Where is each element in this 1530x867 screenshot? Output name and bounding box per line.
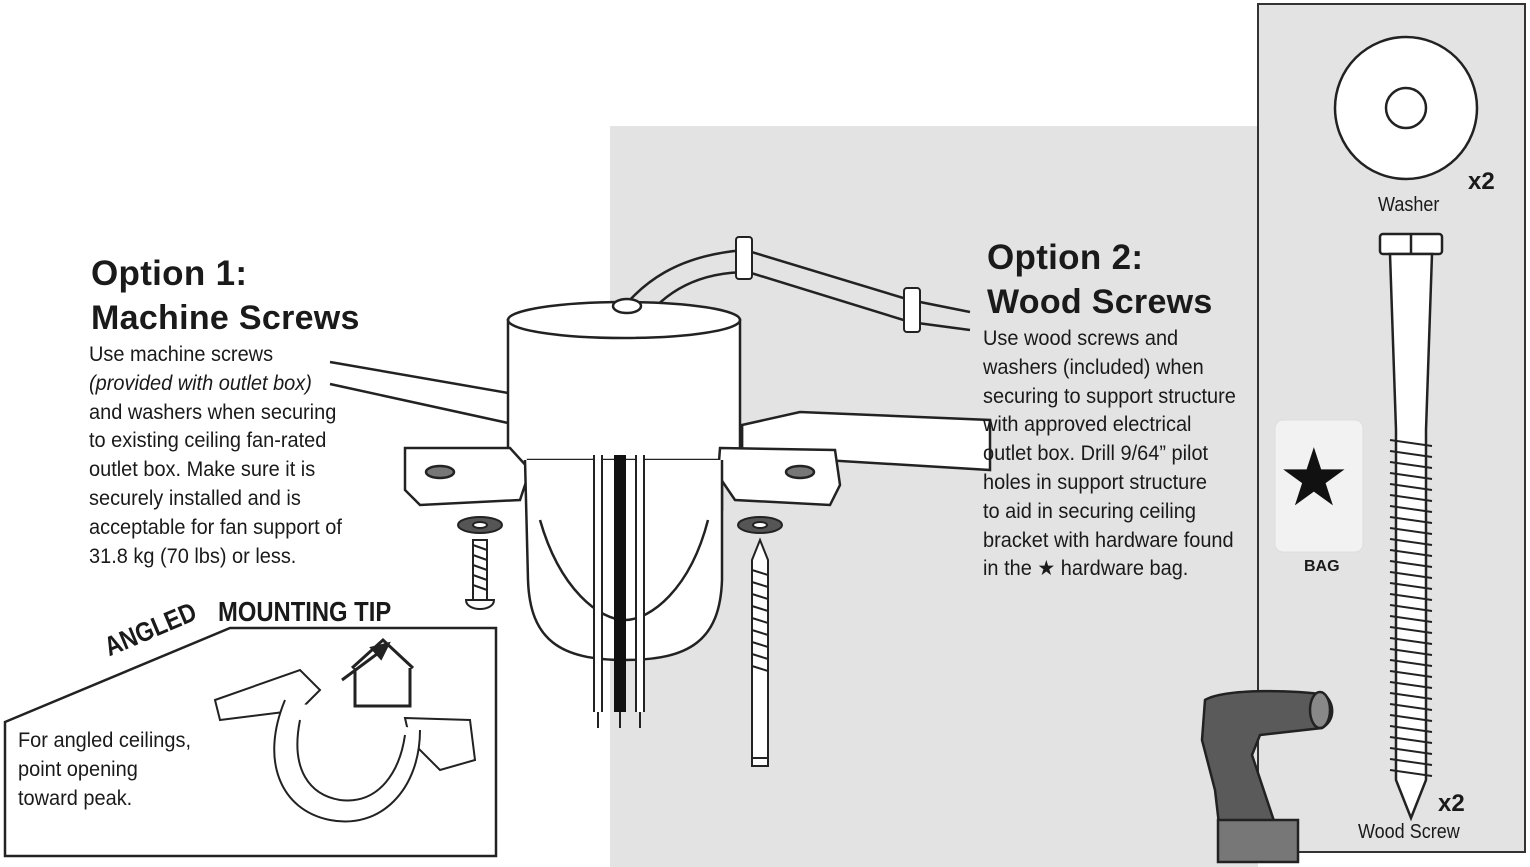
screw-thread-line (1389, 714, 1433, 722)
washer-quantity: x2 (1468, 168, 1495, 195)
screw-thread-line (1389, 505, 1433, 513)
option1-line: to existing ceiling fan-rated (89, 429, 327, 453)
screw-thread-line (1389, 527, 1433, 535)
screw-thread-line (1389, 582, 1433, 590)
option2-line: to aid in securing ceiling (983, 499, 1196, 523)
screw-thread-line (1389, 593, 1433, 601)
screw-thread-line (1389, 637, 1433, 645)
option1-line: Use machine screws (89, 343, 274, 366)
fan-wires (593, 455, 645, 728)
screw-thread-line (1389, 516, 1433, 524)
drill-icon (1200, 689, 1334, 864)
option1-heading: Option 1: (91, 254, 248, 293)
screw-thread-line (1389, 615, 1433, 623)
bag-label: BAG (1304, 558, 1340, 575)
screw-thread-line (1389, 703, 1433, 711)
screw-thread-line (1389, 483, 1433, 491)
screw-thread-line (1389, 758, 1433, 766)
screw-thread-line (1389, 626, 1433, 634)
angled-bracket-sketch (213, 668, 477, 823)
tip-description: For angled ceilings, point opening towar… (18, 727, 191, 813)
screw-thread-line (1389, 571, 1433, 579)
hardware-bag-icon (1274, 419, 1364, 553)
option2-line: Use wood screws and (983, 327, 1179, 350)
wood-screw-label: Wood Screw (1358, 821, 1460, 843)
tip-line: toward peak. (18, 786, 133, 810)
option2-line: holes in support structure (983, 470, 1208, 494)
screw-thread-line (1389, 450, 1433, 458)
screw-thread-line (1389, 538, 1433, 546)
option1-line: (provided with outlet box) (89, 371, 312, 395)
option2-line: with approved electrical (983, 413, 1192, 437)
screw-thread-line (1389, 725, 1433, 733)
screw-thread-line (1389, 461, 1433, 469)
machine-screw (457, 516, 503, 610)
option2-line: washers (included) when (983, 355, 1204, 379)
inline-star-icon: ★ (1037, 557, 1056, 581)
option2-last-line-pre: in the (983, 557, 1032, 581)
option1-line: acceptable for fan support of (89, 515, 342, 539)
option1-line: outlet box. Make sure it is (89, 458, 316, 482)
tip-line: For angled ceilings, (18, 729, 192, 752)
screw-thread-line (1389, 769, 1433, 777)
option1-line: and washers when securing (89, 400, 337, 424)
tip-line: point opening (18, 757, 138, 781)
screw-thread-line (1389, 670, 1433, 678)
option1-line: 31.8 kg (70 lbs) or less. (89, 544, 297, 568)
option2-line: bracket with hardware found (983, 528, 1234, 552)
option1-subheading: Machine Screws (91, 299, 360, 337)
cable-clamps (735, 236, 921, 333)
option2-last-line: in the ★ hardware bag. (983, 555, 1236, 584)
option2-description: Use wood screws and washers (included) w… (983, 325, 1236, 584)
large-wood-screw-icon (1378, 232, 1444, 822)
option2-line: outlet box. Drill 9/64” pilot (983, 442, 1209, 466)
house-icon (341, 637, 415, 708)
screw-thread-line (1389, 549, 1433, 557)
option1-description: Use machine screws (provided with outlet… (89, 341, 342, 571)
wood-screw-in-scene (737, 516, 783, 767)
screw-thread-line (1389, 659, 1433, 667)
mounting-tip-label: MOUNTING TIP (218, 596, 392, 627)
option2-line: securing to support structure (983, 384, 1236, 408)
screw-thread-line (1389, 604, 1433, 612)
screw-thread-line (1389, 747, 1433, 755)
option2-last-line-post: hardware bag. (1060, 557, 1189, 581)
screw-thread-line (1389, 692, 1433, 700)
option1-line: securely installed and is (89, 486, 301, 510)
screw-thread-line (1389, 681, 1433, 689)
screw-thread-line (1389, 736, 1433, 744)
screw-thread-line (1389, 494, 1433, 502)
option2-subheading: Wood Screws (987, 283, 1213, 321)
screw-thread-line (1389, 648, 1433, 656)
bag-star-icon: ★ (1278, 433, 1350, 522)
screw-threads (1389, 439, 1433, 777)
washer-label: Washer (1378, 194, 1440, 216)
washer-icon (1333, 35, 1479, 181)
option2-heading: Option 2: (987, 238, 1144, 277)
wood-screw-quantity: x2 (1438, 790, 1465, 817)
screw-thread-line (1389, 472, 1433, 480)
screw-thread-line (1389, 560, 1433, 568)
screw-thread-line (1389, 439, 1433, 447)
